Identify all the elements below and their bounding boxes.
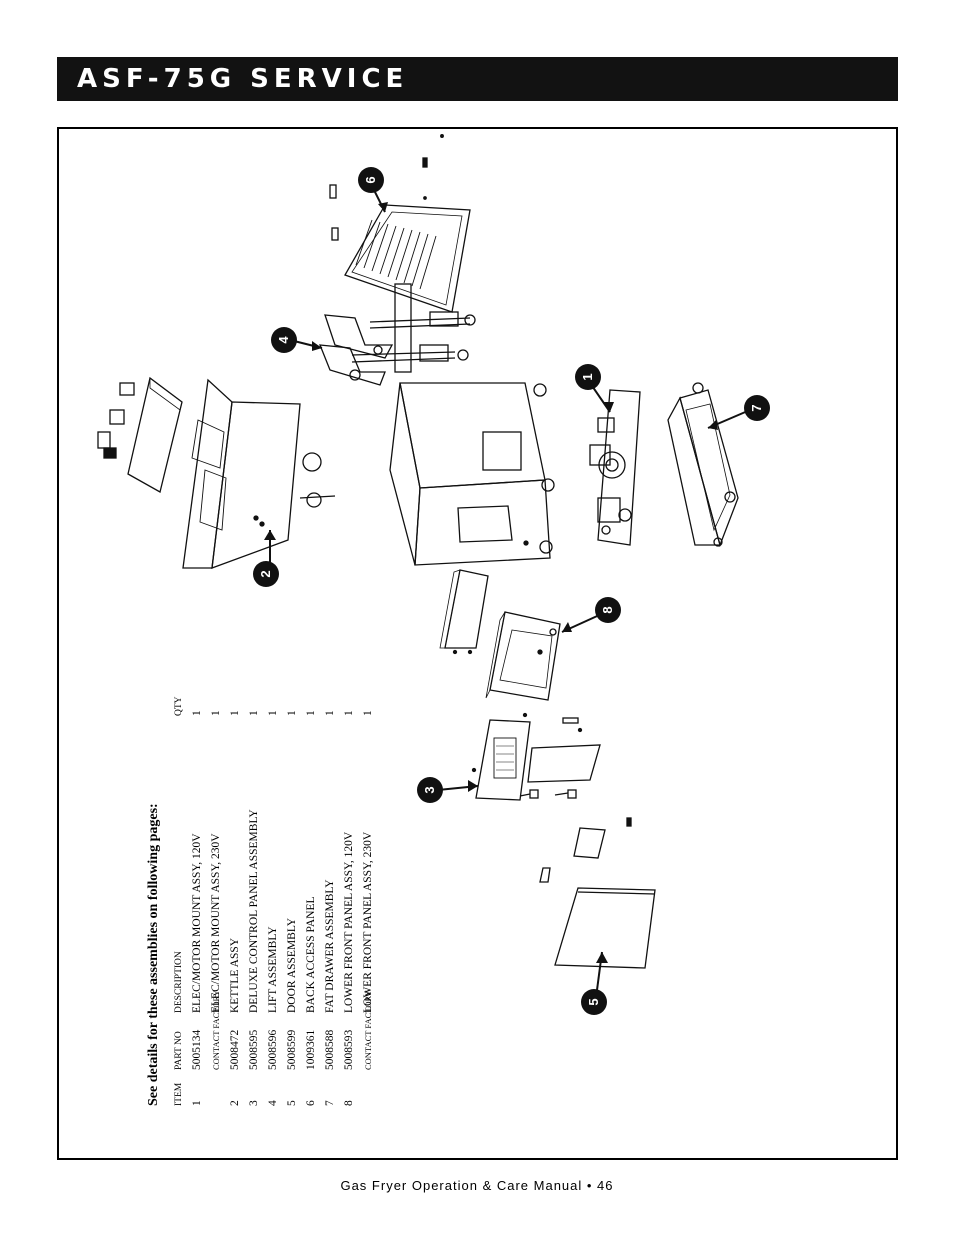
- callout-7: 7: [744, 395, 770, 421]
- fryer-cabinet-drawing: [389, 382, 555, 566]
- lower-front-panel-drawing: [439, 569, 561, 701]
- lift-assembly-drawing: [318, 283, 476, 386]
- exploded-parts-diagram: [97, 134, 751, 991]
- diagram-frame: [57, 127, 898, 1160]
- door-assembly-drawing: [539, 817, 656, 969]
- callout-arrows: [269, 187, 751, 991]
- kettle-assembly-drawing: [97, 376, 336, 569]
- callout-5: 5: [581, 989, 607, 1015]
- fat-drawer-drawing: [667, 382, 739, 548]
- page-footer: Gas Fryer Operation & Care Manual • 46: [340, 1178, 614, 1193]
- callout-1: 1: [575, 364, 601, 390]
- callout-6: 6: [358, 167, 384, 193]
- callout-8: 8: [595, 597, 621, 623]
- back-access-panel-drawing: [329, 134, 471, 313]
- callout-3: 3: [417, 777, 443, 803]
- motor-mount-drawing: [589, 389, 641, 546]
- control-panel-drawing: [471, 712, 601, 801]
- callout-4: 4: [271, 327, 297, 353]
- page-title: ASF-75G SERVICE: [77, 64, 409, 94]
- callout-arrowheads: [264, 202, 718, 963]
- header-bar: ASF-75G SERVICE: [57, 57, 898, 101]
- callout-2: 2: [253, 561, 279, 587]
